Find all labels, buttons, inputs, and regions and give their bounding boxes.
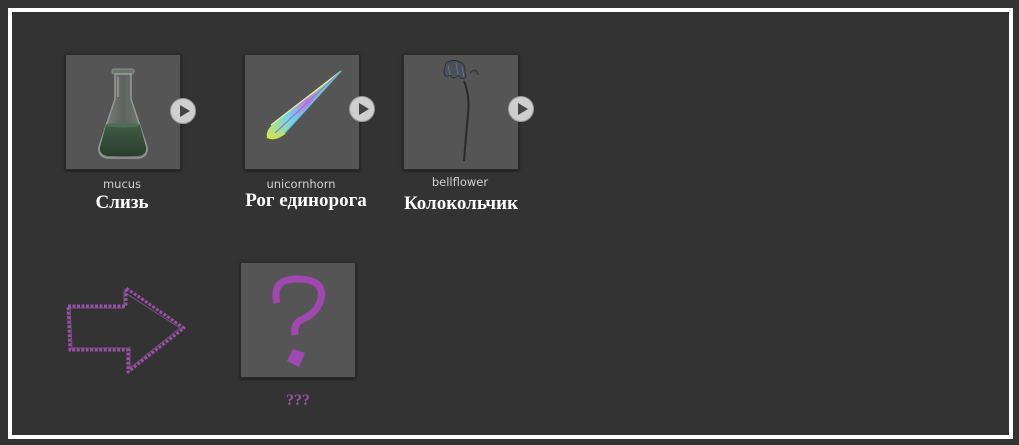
flask-icon (98, 68, 148, 159)
play-button-unicornhorn[interactable] (349, 96, 375, 122)
ingredient-tile-mucus[interactable] (65, 54, 181, 170)
ingredient-id-unicornhorn: unicornhorn (266, 177, 336, 191)
play-button-mucus[interactable] (170, 98, 196, 124)
unicorn-horn-icon (266, 70, 342, 140)
ingredient-id-bellflower: bellflower (431, 175, 489, 189)
ingredient-tile-bellflower[interactable] (403, 54, 519, 170)
ingredient-id-mucus: mucus (102, 177, 142, 191)
ingredient-tile-unicornhorn[interactable] (244, 54, 360, 170)
ingredient-name-mucus: Слизь (95, 192, 149, 213)
result-tile[interactable] (240, 262, 356, 378)
ingredient-name-bellflower: Колокольчик (403, 193, 519, 214)
question-mark-icon (272, 275, 325, 367)
ingredient-name-unicornhorn: Рог единорога (245, 190, 367, 211)
arrow-right-icon (66, 286, 186, 374)
result-label: ??? (286, 392, 310, 409)
play-button-bellflower[interactable] (508, 96, 534, 122)
bellflower-icon (443, 59, 479, 162)
